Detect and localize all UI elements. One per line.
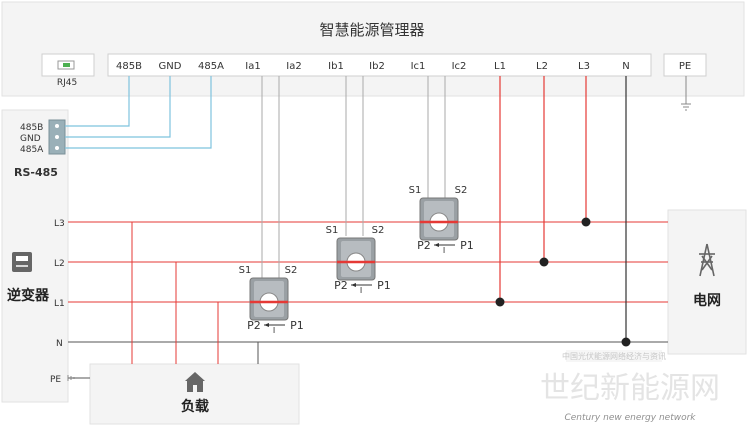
bus-label-n: N (56, 339, 63, 349)
bus-label-l2: L2 (54, 259, 65, 269)
grid-panel: 电网 (667, 209, 747, 355)
terminal-gnd: GND (159, 61, 182, 72)
inverter-label: 逆变器 (7, 287, 50, 304)
rj45-port: RJ45 (41, 53, 95, 88)
terminal-ib2: Ib2 (369, 61, 385, 72)
ground-symbol-icon (681, 76, 691, 111)
manager-title: 智慧能源管理器 (319, 21, 424, 39)
terminal-485b: 485B (116, 61, 142, 72)
terminal-labels: 485B GND 485A Ia1 Ia2 Ib1 Ib2 Ic1 Ic2 L1 L2 L3 N (116, 61, 630, 72)
terminal-ia1: Ia1 (245, 61, 260, 72)
ct-label: P1 (290, 319, 304, 332)
watermark-tagline: 中国光伏能源网络经济与资讯 (562, 351, 666, 361)
ct-label: P1 (377, 279, 391, 292)
rs485-title: RS-485 (14, 166, 58, 179)
inverter-icon (12, 252, 32, 272)
ct-label: P2 (417, 239, 431, 252)
energy-manager-panel: 智慧能源管理器 RJ45 485B GND 485A Ia1 Ia2 Ib1 Ib2 Ic1 I… (1, 1, 745, 97)
rs485-pin-485a: 485A (20, 145, 44, 155)
junction-l2 (539, 257, 549, 267)
rs485-pin-gnd: GND (20, 134, 41, 144)
ct-label: S1 (409, 185, 422, 196)
ct-label: I (360, 286, 362, 295)
load-panel: 负载 (89, 363, 300, 425)
bus-label-pe: PE (50, 375, 61, 385)
rs485-wires (65, 76, 212, 149)
ct-label: S2 (285, 265, 298, 276)
bus-label-l1: L1 (54, 299, 65, 309)
voltage-sense-wires (495, 76, 631, 347)
ct-signal-wires (261, 76, 446, 278)
terminal-485a: 485A (198, 61, 224, 72)
terminal-ic1: Ic1 (411, 61, 426, 72)
load-label: 负载 (181, 398, 209, 415)
terminal-ib1: Ib1 (328, 61, 344, 72)
pe-terminal-label: PE (679, 61, 691, 72)
ct-label: S1 (239, 265, 252, 276)
ct-label: S2 (372, 225, 385, 236)
load-feed-wires (131, 222, 259, 364)
ct-label: S1 (326, 225, 339, 236)
ct-label: P2 (334, 279, 348, 292)
ct-label: I (273, 326, 275, 335)
pe-terminal (663, 53, 707, 77)
ct-label: I (443, 246, 445, 255)
bus-line-labels: L3 L2 L1 N PE (50, 219, 75, 385)
ct-label: P2 (247, 319, 261, 332)
terminal-ia2: Ia2 (286, 61, 301, 72)
rs485-pin-485b: 485B (20, 123, 43, 133)
bus-label-l3: L3 (54, 219, 65, 229)
terminal-n: N (622, 61, 629, 72)
watermark-title: 世纪新能源网 (540, 371, 720, 406)
terminal-l3: L3 (578, 61, 590, 72)
terminal-l1: L1 (494, 61, 506, 72)
rj45-label: RJ45 (57, 78, 77, 88)
junction-l1 (495, 297, 505, 307)
ct-label: P1 (460, 239, 474, 252)
power-tower-icon (699, 243, 715, 277)
terminal-ic2: Ic2 (452, 61, 467, 72)
junction-l3 (581, 217, 591, 227)
ct-label: S2 (455, 185, 468, 196)
terminal-l2: L2 (536, 61, 548, 72)
inverter-panel: 485B GND 485A RS-485 逆变器 (1, 109, 69, 403)
house-icon (185, 372, 205, 392)
junction-n (621, 337, 631, 347)
watermark-subtitle: Century new energy network (564, 413, 696, 423)
pe-ground-icon (67, 375, 75, 381)
watermark: 中国光伏能源网络经济与资讯 世纪新能源网 Century new energy … (540, 350, 720, 423)
grid-label: 电网 (693, 292, 721, 309)
terminal-strip (107, 53, 652, 77)
